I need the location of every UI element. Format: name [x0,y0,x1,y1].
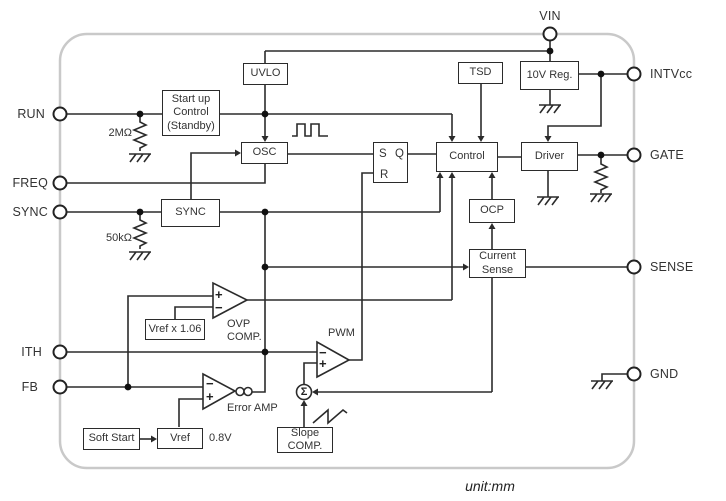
block-ocp: OCP [469,199,515,223]
summing-node-circle [295,383,313,401]
pin-sync [52,204,68,220]
pin-label-fb: FB [21,380,38,394]
wires [67,41,627,440]
pin-label-gnd: GND [650,367,679,381]
ground-gate [590,193,612,203]
block-soft-start: Soft Start [83,428,140,450]
latch-q-label: Q [395,148,404,160]
ground-driver [537,196,559,206]
ground-2m [129,153,151,163]
pin-run [52,106,68,122]
pwm-minus-sign: − [319,345,327,360]
block-vref: Vref [157,428,203,449]
ovp-minus-sign: − [215,300,223,315]
pin-label-sync: SYNC [12,205,48,219]
pin-label-intvcc: INTVcc [650,67,693,81]
resistor-50k [131,217,149,249]
pin-label-freq: FREQ [12,176,48,190]
resistor-gate [592,161,610,193]
resistor-2m [131,119,149,151]
pin-ith [52,344,68,360]
pin-label-ith: ITH [21,345,42,359]
ground-10vreg [539,104,561,114]
block-startup-control: Start up Control (Standby) [162,90,220,136]
pin-sense [626,259,642,275]
latch-s-label: S [379,148,387,160]
resistor-50k-label: 50kΩ [106,232,132,244]
pin-label-sense: SENSE [650,260,694,274]
square-wave-glyph [292,123,328,137]
pin-fb [52,379,68,395]
pin-gate [626,147,642,163]
block-control: Control [436,142,498,172]
pin-intvcc [626,66,642,82]
vref-value-label: 0.8V [209,432,232,444]
block-osc: OSC [241,142,288,164]
block-uvlo: UVLO [243,63,288,85]
block-tsd: TSD [458,62,503,84]
junction-dots [124,47,605,391]
ovp-comparator-triangle [212,281,249,320]
block-vref-1-06: Vref x 1.06 [145,319,205,340]
block-slope-comp: Slope COMP. [277,427,333,453]
pwm-label: PWM [328,327,355,339]
pin-vin [542,26,558,42]
arrowheads [151,136,552,443]
block-10v-reg: 10V Reg. [520,61,579,90]
pwm-comparator-triangle [316,340,351,379]
error-amp-plus-sign: + [206,389,214,404]
pwm-plus-sign: + [319,356,327,371]
ic-boundary [58,32,636,470]
resistor-2m-label: 2MΩ [108,127,132,139]
ground-gnd-pin [591,380,613,390]
block-driver: Driver [521,142,578,171]
error-amp-label: Error AMP [227,402,278,414]
latch-r-label: R [380,169,389,181]
block-sync: SYNC [161,199,220,227]
pin-freq [52,175,68,191]
ground-50k [129,251,151,261]
pin-label-gate: GATE [650,148,684,162]
pin-label-vin: VIN [539,9,561,23]
error-amp-output-circles [235,386,253,397]
ovp-comp-label: OVP COMP. [227,318,262,344]
error-amp-triangle [202,372,237,411]
ovp-plus-sign: + [215,287,223,302]
sigma-symbol: Σ [300,386,308,398]
unit-caption: unit:mm [465,478,515,494]
block-current-sense: Current Sense [469,249,526,278]
sawtooth-glyph [312,408,348,425]
error-amp-minus-sign: − [206,376,214,391]
block-sr-latch: S Q R [373,142,408,183]
pin-label-run: RUN [17,107,45,121]
pin-gnd [626,366,642,382]
